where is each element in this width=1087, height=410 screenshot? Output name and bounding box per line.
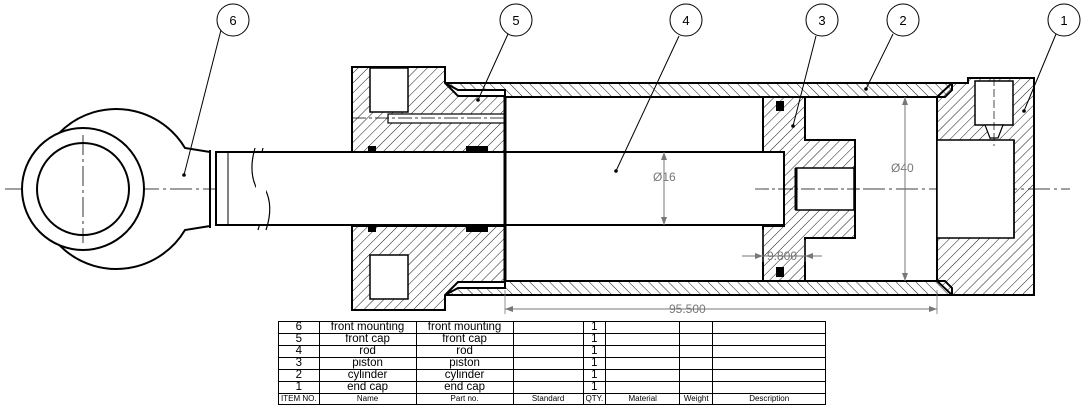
end-cap-part <box>936 77 1035 296</box>
bom-item: 1 <box>278 381 320 394</box>
bom-part: rod <box>415 345 514 358</box>
svg-text:4: 4 <box>682 13 689 28</box>
bom-material <box>605 333 681 346</box>
rod-part <box>215 147 785 231</box>
svg-text:6: 6 <box>229 13 236 28</box>
balloon-3: 3 <box>791 3 839 128</box>
stroke-length-label: 95.500 <box>669 302 706 316</box>
stroke-length-dimension: 95.500 <box>504 290 938 316</box>
svg-text:2: 2 <box>899 13 906 28</box>
header-qty: QTY. <box>582 393 607 405</box>
bom-weight <box>679 381 714 394</box>
piston-part <box>755 96 860 282</box>
balloon-4: 4 <box>614 3 703 173</box>
bom-item: 3 <box>278 357 320 370</box>
bom-weight <box>679 333 714 346</box>
header-weight: Weight <box>679 393 714 405</box>
bom-qty: 1 <box>582 345 607 358</box>
table-row: 4 rod rod 1 <box>278 345 827 358</box>
bom-qty: 1 <box>582 321 607 334</box>
table-row: 1 end cap end cap 1 <box>278 381 827 394</box>
svg-text:3: 3 <box>818 13 825 28</box>
bom-material <box>605 345 681 358</box>
bom-name: front cap <box>318 333 417 346</box>
bom-part: front cap <box>415 333 514 346</box>
bom-weight <box>679 357 714 370</box>
table-row: 5 front cap front cap 1 <box>278 333 827 346</box>
bom-description <box>712 369 827 382</box>
bom-weight <box>679 369 714 382</box>
bill-of-materials: 6 front mounting front mounting 1 5 fron… <box>278 321 827 405</box>
bom-material <box>605 357 681 370</box>
bom-material <box>605 381 681 394</box>
bom-description <box>712 357 827 370</box>
bore-diameter-dimension: Ø40 <box>891 97 914 281</box>
header-description: Description <box>712 393 827 405</box>
piston-offset-dimension: 9.800 <box>742 230 822 263</box>
balloon-2: 2 <box>864 3 920 91</box>
bom-weight <box>679 321 714 334</box>
bom-qty: 1 <box>582 381 607 394</box>
bom-item: 2 <box>278 369 320 382</box>
bom-material <box>605 321 681 334</box>
rod-diameter-dimension: Ø16 <box>653 152 676 225</box>
bom-name: rod <box>318 345 417 358</box>
header-part-no: Part no. <box>415 393 514 405</box>
bom-description <box>712 345 827 358</box>
svg-text:5: 5 <box>512 13 519 28</box>
bom-item: 5 <box>278 333 320 346</box>
bom-standard <box>512 321 584 334</box>
bom-qty: 1 <box>582 333 607 346</box>
bom-part: front mounting <box>415 321 514 334</box>
bore-diameter-label: Ø40 <box>891 161 914 175</box>
bom-part: cylinder <box>415 369 514 382</box>
bom-name: cylinder <box>318 369 417 382</box>
front-cap-part <box>351 66 507 311</box>
balloon-6: 6 <box>182 3 250 177</box>
table-row: 2 cylinder cylinder 1 <box>278 369 827 382</box>
bom-qty: 1 <box>582 357 607 370</box>
bom-name: front mounting <box>318 321 417 334</box>
table-row: 6 front mounting front mounting 1 <box>278 321 827 334</box>
rod-diameter-label: Ø16 <box>653 170 676 184</box>
svg-text:1: 1 <box>1060 13 1067 28</box>
table-header-row: ITEM NO. Name Part no. Standard QTY. Mat… <box>278 393 827 405</box>
bom-part: end cap <box>415 381 514 394</box>
bom-name: end cap <box>318 381 417 394</box>
bom-standard <box>512 345 584 358</box>
header-item-no: ITEM NO. <box>278 393 320 405</box>
bom-weight <box>679 345 714 358</box>
balloon-5: 5 <box>476 3 533 102</box>
bom-standard <box>512 333 584 346</box>
bom-qty: 1 <box>582 369 607 382</box>
piston-offset-label: 9.800 <box>767 249 797 263</box>
bom-part: piston <box>415 357 514 370</box>
bom-standard <box>512 369 584 382</box>
header-material: Material <box>605 393 681 405</box>
bom-description <box>712 381 827 394</box>
header-standard: Standard <box>512 393 584 405</box>
bom-description <box>712 333 827 346</box>
table-row: 3 piston piston 1 <box>278 357 827 370</box>
front-mounting-part <box>21 108 211 270</box>
bom-standard <box>512 381 584 394</box>
balloon-1: 1 <box>1022 3 1081 113</box>
bom-item: 4 <box>278 345 320 358</box>
bom-name: piston <box>318 357 417 370</box>
bom-material <box>605 369 681 382</box>
bom-description <box>712 321 827 334</box>
bom-standard <box>512 357 584 370</box>
bom-item: 6 <box>278 321 320 334</box>
header-name: Name <box>318 393 417 405</box>
